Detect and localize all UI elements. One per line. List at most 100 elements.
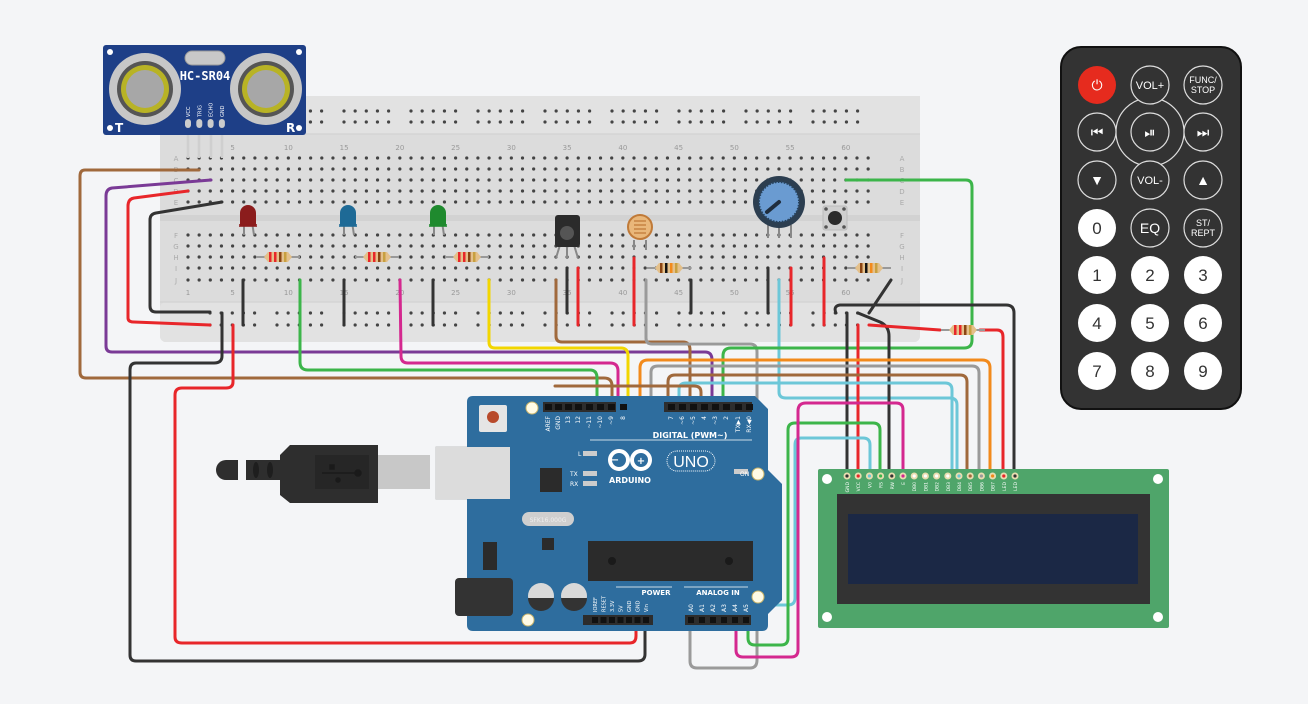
rail-hole[interactable] <box>833 109 837 113</box>
green-led[interactable] <box>429 205 447 236</box>
breadboard-hole[interactable] <box>409 200 413 204</box>
breadboard-hole[interactable] <box>353 200 357 204</box>
rail-hole[interactable] <box>476 109 480 113</box>
breadboard-hole[interactable] <box>543 255 547 259</box>
breadboard-hole[interactable] <box>398 266 402 270</box>
breadboard-hole[interactable] <box>610 255 614 259</box>
breadboard-hole[interactable] <box>755 255 759 259</box>
breadboard-hole[interactable] <box>509 167 513 171</box>
remote-button-8[interactable]: 8 <box>1131 352 1169 390</box>
breadboard-hole[interactable] <box>821 178 826 182</box>
rail-hole[interactable] <box>710 109 715 113</box>
breadboard-hole[interactable] <box>777 167 781 171</box>
breadboard-hole[interactable] <box>264 233 268 237</box>
rail-hole[interactable] <box>576 120 581 124</box>
rail-hole[interactable] <box>442 311 447 315</box>
breadboard-hole[interactable] <box>208 189 212 193</box>
breadboard-hole[interactable] <box>766 255 770 259</box>
breadboard-hole[interactable] <box>532 233 536 237</box>
breadboard-hole[interactable] <box>799 278 803 282</box>
breadboard-hole[interactable] <box>520 167 525 171</box>
remote-button-func-stop[interactable]: FUNC/STOP <box>1183 65 1223 105</box>
breadboard-hole[interactable] <box>242 189 246 193</box>
breadboard-hole[interactable] <box>264 178 268 182</box>
breadboard-hole[interactable] <box>309 278 313 282</box>
rail-hole[interactable] <box>811 109 815 113</box>
breadboard-hole[interactable] <box>242 266 246 270</box>
breadboard-hole[interactable] <box>454 278 458 282</box>
breadboard-hole[interactable] <box>810 200 815 204</box>
breadboard-hole[interactable] <box>532 167 536 171</box>
breadboard-hole[interactable] <box>543 167 547 171</box>
breadboard-hole[interactable] <box>621 278 625 282</box>
rail-hole[interactable] <box>744 120 748 124</box>
breadboard-hole[interactable] <box>398 189 402 193</box>
breadboard-hole[interactable] <box>833 244 837 248</box>
breadboard-hole[interactable] <box>587 233 592 237</box>
rail-hole[interactable] <box>387 120 391 124</box>
rail-hole[interactable] <box>454 120 458 124</box>
rail-hole[interactable] <box>387 323 391 327</box>
breadboard-hole[interactable] <box>387 233 391 237</box>
rail-hole[interactable] <box>364 311 368 315</box>
breadboard-hole[interactable] <box>297 156 302 160</box>
breadboard-hole[interactable] <box>587 255 592 259</box>
breadboard-hole[interactable] <box>576 167 580 171</box>
breadboard-hole[interactable] <box>654 255 658 259</box>
breadboard-hole[interactable] <box>520 233 525 237</box>
rail-hole[interactable] <box>655 323 659 327</box>
rail-hole[interactable] <box>722 311 726 315</box>
breadboard-hole[interactable] <box>286 178 290 182</box>
breadboard-hole[interactable] <box>409 167 413 171</box>
breadboard-hole[interactable] <box>465 189 469 193</box>
breadboard-hole[interactable] <box>532 278 536 282</box>
rail-hole[interactable] <box>722 109 726 113</box>
remote-button-6[interactable]: 6 <box>1184 304 1222 342</box>
breadboard-hole[interactable] <box>409 189 413 193</box>
breadboard-hole[interactable] <box>231 233 235 237</box>
rail-hole[interactable] <box>766 109 770 113</box>
rail-hole[interactable] <box>755 109 759 113</box>
breadboard-hole[interactable] <box>364 167 368 171</box>
resistor[interactable] <box>256 252 300 262</box>
rail-hole[interactable] <box>822 109 826 113</box>
breadboard-hole[interactable] <box>844 266 848 270</box>
breadboard-hole[interactable] <box>465 178 469 182</box>
breadboard-hole[interactable] <box>543 156 547 160</box>
rail-hole[interactable] <box>811 120 815 124</box>
breadboard-hole[interactable] <box>688 189 692 193</box>
rail-hole[interactable] <box>833 120 837 124</box>
rail-hole[interactable] <box>420 323 424 327</box>
rail-hole[interactable] <box>588 109 592 113</box>
rail-hole[interactable] <box>420 120 424 124</box>
breadboard-hole[interactable] <box>208 233 212 237</box>
breadboard-hole[interactable] <box>420 167 424 171</box>
breadboard-hole[interactable] <box>654 189 658 193</box>
digital-pin[interactable] <box>723 404 730 410</box>
breadboard-hole[interactable] <box>476 233 480 237</box>
breadboard-hole[interactable] <box>799 255 803 259</box>
pushbutton[interactable] <box>822 205 848 231</box>
rail-hole[interactable] <box>688 120 692 124</box>
blue-led[interactable] <box>339 205 357 236</box>
breadboard-hole[interactable] <box>454 167 458 171</box>
breadboard-hole[interactable] <box>253 266 257 270</box>
breadboard-hole[interactable] <box>654 178 658 182</box>
breadboard-hole[interactable] <box>543 200 547 204</box>
remote-button-up[interactable]: ▲ <box>1183 160 1223 200</box>
breadboard-hole[interactable] <box>610 167 614 171</box>
breadboard-hole[interactable] <box>833 200 837 204</box>
breadboard-hole[interactable] <box>476 156 480 160</box>
breadboard-hole[interactable] <box>242 178 246 182</box>
breadboard-hole[interactable] <box>498 233 502 237</box>
rail-hole[interactable] <box>844 109 849 113</box>
rail-hole[interactable] <box>375 323 380 327</box>
breadboard-hole[interactable] <box>866 200 870 204</box>
rail-hole[interactable] <box>487 120 491 124</box>
breadboard-hole[interactable] <box>621 200 625 204</box>
breadboard-hole[interactable] <box>587 189 592 193</box>
breadboard-hole[interactable] <box>565 189 569 193</box>
breadboard-hole[interactable] <box>866 244 870 248</box>
breadboard-hole[interactable] <box>387 167 391 171</box>
breadboard-hole[interactable] <box>398 244 402 248</box>
